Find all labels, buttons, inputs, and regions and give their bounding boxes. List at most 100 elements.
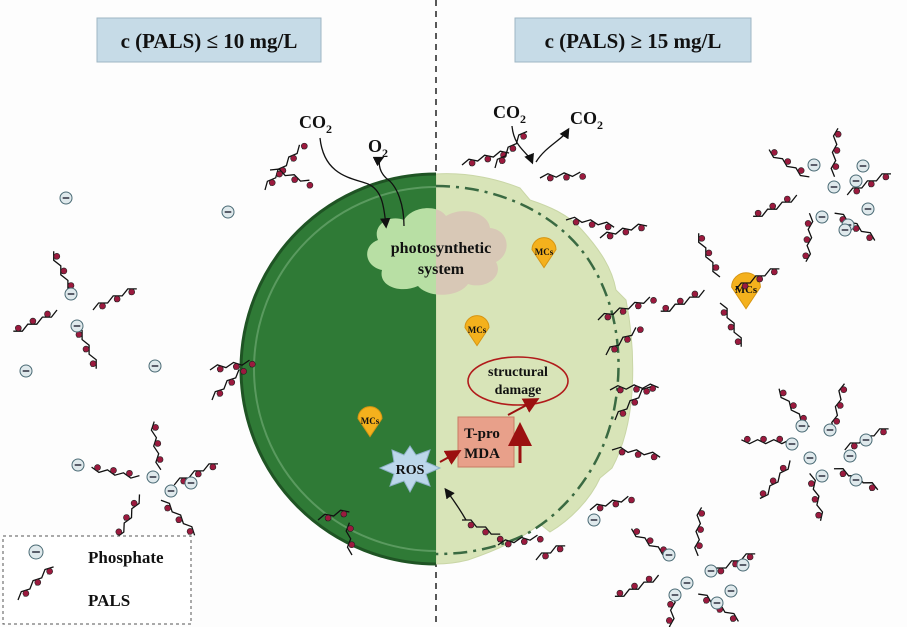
phosphate-ion bbox=[710, 596, 724, 610]
pals-chain bbox=[173, 463, 218, 486]
pals-chain bbox=[741, 435, 791, 445]
to-damage-arrow bbox=[507, 398, 540, 416]
pals-chain bbox=[264, 142, 308, 191]
pals-chain bbox=[539, 171, 586, 182]
phosphate-ion bbox=[680, 576, 694, 590]
pals-chain bbox=[846, 173, 891, 196]
phosphate-ion bbox=[838, 223, 852, 237]
photosynthetic-system-cloud: photosynthetic system bbox=[367, 208, 507, 295]
header-left: c (PALS) ≤ 10 mg/L bbox=[96, 17, 322, 63]
phosphate-ion bbox=[587, 513, 601, 527]
co2-released-arrow bbox=[535, 127, 570, 163]
header-right: c (PALS) ≥ 15 mg/L bbox=[514, 17, 752, 63]
pals-chain bbox=[759, 460, 791, 500]
pals-chain bbox=[494, 130, 528, 169]
pals-chain bbox=[497, 534, 544, 548]
structural-label-line1: structural bbox=[488, 365, 548, 380]
pals-chain bbox=[611, 446, 661, 461]
tpro-mda-box: T-pro MDA bbox=[457, 398, 540, 468]
pals-chain bbox=[150, 421, 164, 471]
pals-chain bbox=[91, 464, 140, 479]
legend: Phosphate PALS bbox=[2, 535, 192, 625]
phosphate-ion bbox=[843, 449, 857, 463]
phosphate-ion bbox=[59, 191, 73, 205]
mcs-marker: MCs bbox=[464, 315, 490, 347]
ros-to-tpro-arrow bbox=[439, 450, 462, 465]
pals-chain bbox=[92, 288, 137, 311]
pals-chain bbox=[735, 268, 780, 291]
mda-label: MDA bbox=[464, 446, 500, 462]
legend-pals-icon bbox=[17, 566, 54, 601]
phosphate-ion bbox=[859, 433, 873, 447]
pals-chain bbox=[565, 216, 615, 231]
pals-chain bbox=[589, 495, 635, 512]
phosphate-ion bbox=[861, 202, 875, 216]
pals-chain bbox=[768, 149, 810, 178]
pals-chain bbox=[753, 194, 798, 217]
pals-chain bbox=[666, 593, 676, 627]
pals-chain bbox=[698, 233, 721, 278]
phosphate-ion bbox=[19, 364, 33, 378]
pals-chain bbox=[719, 302, 742, 347]
phosphate-ion bbox=[795, 419, 809, 433]
pals-chain bbox=[778, 388, 810, 428]
pals-chain bbox=[597, 296, 657, 321]
phosphate-ion bbox=[736, 558, 750, 572]
phosphate-ion bbox=[146, 470, 160, 484]
ros-burst: ROS bbox=[378, 445, 467, 521]
right-gas-exchange: CO2 CO2 bbox=[493, 102, 603, 165]
pals-chain bbox=[694, 507, 706, 557]
phosphate-ion bbox=[221, 205, 235, 219]
phosphate-ion bbox=[803, 451, 817, 465]
phosphate-ion bbox=[164, 484, 178, 498]
phosphate-ion bbox=[70, 319, 84, 333]
phosphate-ion bbox=[815, 210, 829, 224]
pals-chain bbox=[209, 359, 256, 373]
legend-phosphate-icon bbox=[28, 544, 44, 560]
left-co2-label: CO2 bbox=[299, 112, 332, 136]
structural-damage: structural damage bbox=[467, 356, 569, 406]
pals-chain bbox=[614, 386, 651, 421]
mcs-label: MCs bbox=[468, 325, 487, 335]
pals-chain bbox=[808, 472, 824, 521]
phosphate-ion bbox=[849, 174, 863, 188]
co2-in-arrow bbox=[319, 137, 391, 229]
photosystem-label-line2: system bbox=[418, 261, 465, 278]
right-co2-label-1: CO2 bbox=[493, 102, 526, 126]
phosphate-ion bbox=[827, 180, 841, 194]
legend-pals-label: PALS bbox=[88, 591, 130, 610]
phosphate-layer bbox=[19, 158, 875, 610]
o2-out-arrow bbox=[372, 156, 405, 227]
legend-phosphate-label: Phosphate bbox=[88, 548, 164, 567]
pals-chain bbox=[605, 326, 644, 356]
pals-chain bbox=[211, 368, 247, 401]
phosphate-ion bbox=[724, 584, 738, 598]
header-right-label: c (PALS) ≥ 15 mg/L bbox=[545, 29, 722, 53]
mcs-label: MCs bbox=[535, 247, 554, 257]
pals-layer bbox=[13, 127, 891, 627]
phosphate-ion bbox=[823, 423, 837, 437]
pals-chain bbox=[609, 383, 659, 394]
phosphate-ion bbox=[856, 159, 870, 173]
phosphate-ion bbox=[849, 473, 863, 487]
phosphate-ion bbox=[815, 469, 829, 483]
pals-chain bbox=[115, 494, 141, 538]
left-gas-exchange: CO2 O2 bbox=[299, 112, 405, 229]
mcs-label: MCs bbox=[735, 284, 757, 296]
pals-to-ros-arrow bbox=[444, 487, 467, 521]
pals-chain bbox=[660, 289, 705, 312]
phosphate-ion bbox=[704, 564, 718, 578]
mcs-label: MCs bbox=[361, 416, 380, 426]
pals-chain bbox=[17, 566, 54, 601]
pals-chain bbox=[462, 519, 504, 543]
phosphate-ion bbox=[184, 476, 198, 490]
pals-chain bbox=[599, 223, 648, 240]
co2-blocked-arrow bbox=[511, 125, 534, 165]
pals-chain bbox=[834, 212, 876, 241]
pals-chain bbox=[13, 309, 58, 332]
pals-chain bbox=[802, 212, 814, 263]
phosphate-ion bbox=[64, 287, 78, 301]
pals-chain bbox=[535, 545, 566, 561]
ros-label: ROS bbox=[396, 463, 425, 478]
